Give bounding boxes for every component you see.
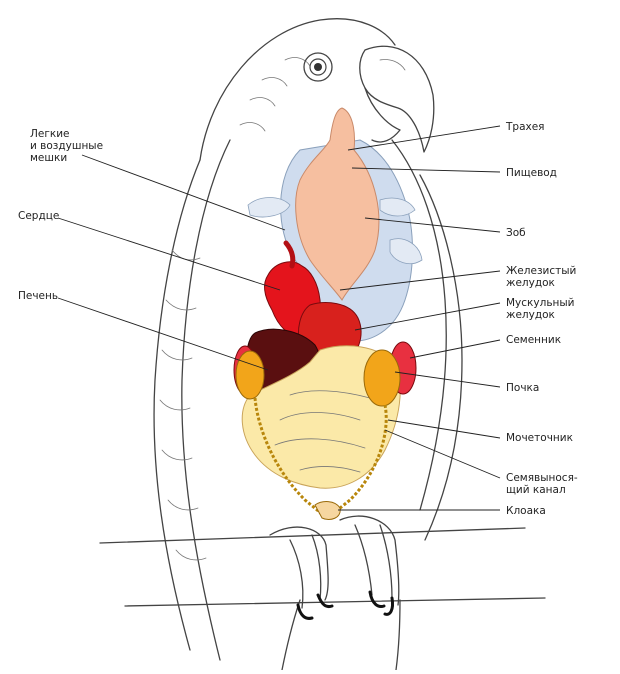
leader-ureter	[387, 419, 501, 439]
leader-esophagus	[351, 167, 501, 173]
left-foot	[269, 526, 334, 620]
kidney-left	[235, 350, 265, 400]
parrot-body-outline	[153, 18, 463, 671]
cloaca	[314, 501, 341, 521]
leader-liver	[57, 297, 269, 371]
label-esophagus: Пищевод	[506, 167, 557, 179]
eye-icon	[303, 52, 333, 82]
label-ureter: Мочеточник	[506, 432, 573, 444]
beak-icon	[359, 45, 435, 153]
leader-lines	[57, 125, 501, 511]
leader-crop	[364, 217, 501, 233]
label-glandular-stomach: Железистый желудок	[506, 265, 580, 289]
leader-trachea	[347, 125, 501, 151]
leader-lungs	[81, 154, 286, 231]
label-cloaca: Клоака	[506, 505, 546, 517]
label-trachea: Трахея	[505, 121, 545, 133]
label-kidney: Почка	[506, 382, 539, 394]
labels-left: Легкие и воздушные мешки Сердце Печень	[18, 128, 106, 302]
leader-kidney	[394, 371, 501, 388]
labels-right: Трахея Пищевод Зоб Железистый желудок Му…	[505, 121, 581, 517]
leader-testis	[409, 339, 501, 359]
crop	[295, 107, 380, 301]
right-foot	[339, 515, 400, 616]
label-vas-deferens: Семявынося- щий канал	[506, 472, 581, 496]
leader-glandular-stomach	[339, 270, 501, 291]
leader-heart	[57, 217, 281, 291]
label-crop: Зоб	[506, 227, 526, 239]
label-liver: Печень	[18, 290, 58, 302]
kidney-right	[363, 349, 401, 407]
label-muscular-stomach: Мускульный желудок	[506, 297, 578, 321]
perch	[99, 527, 546, 607]
label-heart: Сердце	[18, 210, 59, 222]
label-testis: Семенник	[506, 334, 561, 346]
label-lungs: Легкие и воздушные мешки	[30, 128, 106, 164]
leader-vas-deferens	[384, 429, 501, 479]
leader-muscular-stomach	[354, 302, 501, 331]
